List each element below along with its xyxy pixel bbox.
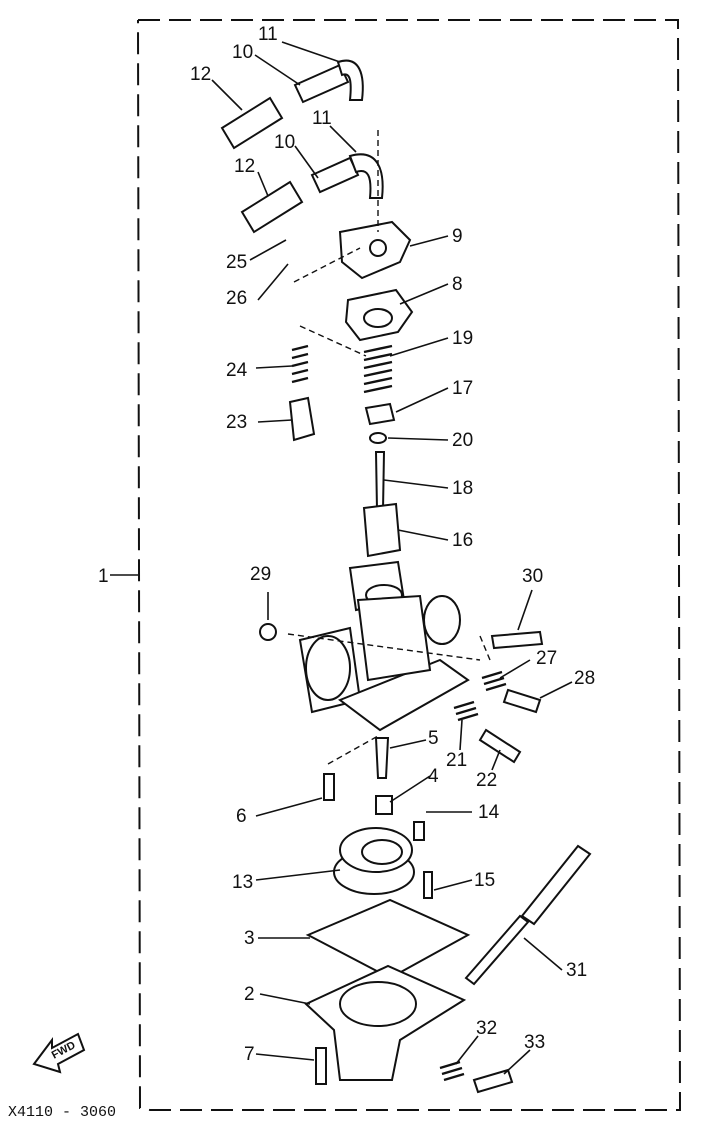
throttle-spring [363, 344, 393, 394]
overflow-hose [464, 844, 592, 986]
part-label-12b: 12 [234, 156, 255, 177]
float-valve [413, 821, 425, 841]
part-label-30: 30 [522, 566, 543, 587]
fwd-arrow: FWD [32, 1032, 86, 1074]
adjust-screw-bottom [472, 1068, 514, 1094]
float-chamber-gasket [305, 898, 471, 980]
throttle-stop-screw [288, 396, 316, 442]
float-chamber [304, 964, 467, 1081]
part-label-7: 7 [244, 1044, 255, 1065]
part-label-33: 33 [524, 1032, 545, 1053]
part-label-14: 14 [478, 802, 500, 823]
rubber-cap-upper [220, 96, 284, 150]
part-label-25: 25 [226, 252, 247, 273]
jet-needle [374, 451, 386, 511]
part-label-23: 23 [226, 412, 247, 433]
drain-screw [315, 1047, 327, 1085]
part-label-21: 21 [446, 750, 467, 771]
part-label-26: 26 [226, 288, 247, 309]
drawing-code: X4110 - 3060 [8, 1104, 116, 1121]
needle-jet [374, 737, 390, 779]
tube-fitting-upper [293, 59, 364, 104]
part-label-3: 3 [244, 928, 255, 949]
part-label-16: 16 [452, 530, 473, 551]
part-label-17: 17 [452, 378, 473, 399]
alignment-lines [287, 130, 491, 765]
part-label-10a: 10 [232, 42, 253, 63]
throttle-valve [362, 502, 402, 558]
part-label-11a: 11 [258, 24, 278, 45]
needle-holder [364, 402, 396, 426]
part-label-32: 32 [476, 1018, 497, 1039]
throttle-adjust-spring [453, 700, 479, 722]
part-label-4: 4 [428, 766, 439, 787]
carburetor-body [298, 560, 470, 732]
part-label-8: 8 [452, 274, 463, 295]
air-screw-fine [490, 630, 544, 650]
part-label-15: 15 [474, 870, 495, 891]
pilot-jet [323, 773, 335, 801]
air-screw-spring [481, 670, 507, 692]
pilot-screw [502, 688, 542, 714]
tube-fitting-lower [310, 153, 384, 199]
part-label-6: 6 [236, 806, 247, 827]
part-label-9: 9 [452, 226, 463, 247]
main-jet [375, 795, 393, 815]
assembly-frame [137, 19, 682, 1111]
part-label-19: 19 [452, 328, 473, 349]
part-label-29: 29 [250, 564, 271, 585]
needle-clip [369, 432, 387, 444]
part-label-22: 22 [476, 770, 497, 791]
part-label-18: 18 [452, 478, 473, 499]
part-label-28: 28 [574, 668, 595, 689]
part-label-2: 2 [244, 984, 255, 1005]
throttle-stop-spring [291, 344, 309, 384]
part-label-13: 13 [232, 872, 253, 893]
hex-nut [259, 623, 277, 641]
leader-lines [211, 41, 573, 1075]
float-pin [423, 871, 433, 899]
float [333, 827, 415, 895]
part-label-24: 24 [226, 360, 248, 381]
part-label-31: 31 [566, 960, 587, 981]
throttle-adjust-screw [478, 728, 522, 764]
rubber-cap-lower [240, 180, 304, 234]
part-label-27: 27 [536, 648, 557, 669]
part-label-20: 20 [452, 430, 473, 451]
part-label-1: 1 [98, 566, 109, 587]
top-cover-hole [369, 239, 387, 257]
gasket-top-hole [363, 308, 393, 328]
part-label-10b: 10 [274, 132, 295, 153]
part-label-5: 5 [428, 728, 439, 749]
chamber-spring [439, 1060, 465, 1082]
part-label-12a: 12 [190, 64, 211, 85]
part-label-11b: 11 [312, 108, 332, 129]
